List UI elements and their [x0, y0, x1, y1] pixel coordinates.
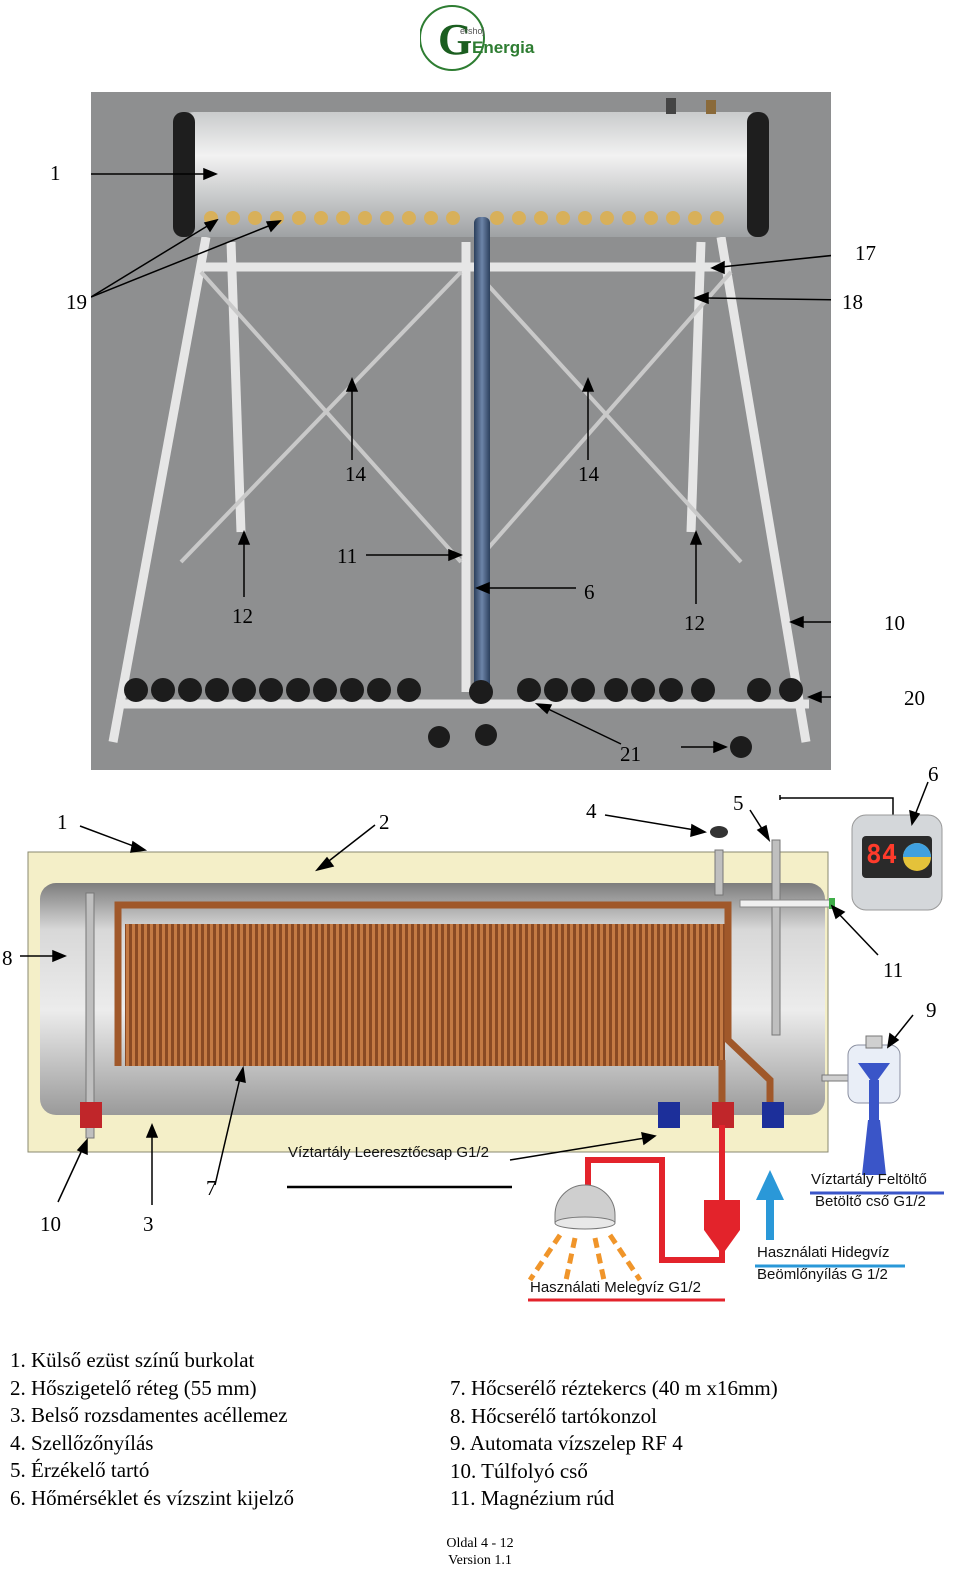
- diagram-callout-5: 5: [733, 791, 744, 815]
- solar-heater-photo: [71, 92, 891, 770]
- diagram-callout-2: 2: [379, 810, 390, 834]
- diagram-callout-11: 11: [883, 958, 904, 982]
- legend-item: 8. Hőcserélő tartókonzol: [450, 1403, 658, 1428]
- drain-valve-label: Víztartály Leeresztőcsap G1/2: [288, 1144, 489, 1161]
- page-footer: Oldal 4 - 12 Version 1.1: [420, 1535, 540, 1569]
- company-logo: G ershoj Energia: [419, 2, 540, 74]
- logo-small-text: ershoj: [460, 26, 485, 36]
- cold-water-label-line2: Beömlőnyílás G 1/2: [757, 1266, 888, 1283]
- photo-callout-14-left: 14: [345, 462, 366, 486]
- logo-letter: G: [438, 15, 472, 64]
- logo-word: Energia: [472, 38, 535, 57]
- photo-callout-6: 6: [584, 580, 595, 604]
- legend-item: 9. Automata vízszelep RF 4: [450, 1431, 683, 1456]
- legend-item: 1. Külső ezüst színű burkolat: [10, 1348, 255, 1372]
- photo-callout-10: 10: [884, 611, 905, 635]
- legend-item: 5. Érzékelő tartó: [10, 1458, 150, 1483]
- photo-callout-11: 11: [337, 544, 358, 568]
- photo-callout-19: 19: [66, 290, 87, 314]
- diagram-callout-10: 10: [40, 1212, 61, 1236]
- photo-callout-18: 18: [842, 290, 863, 314]
- diagram-callout-6: 6: [928, 762, 939, 786]
- version-label: Version 1.1: [448, 1553, 512, 1568]
- legend-right: 7. Hőcserélő réztekercs (40 m x16mm) 8. …: [450, 1375, 778, 1513]
- photo-callout-21: 21: [620, 742, 641, 766]
- photo-callout-12-left: 12: [232, 604, 253, 628]
- fill-valve-label-line2: Betöltő cső G1/2: [815, 1193, 926, 1210]
- cold-water-label-line1: Használati Hidegvíz: [757, 1244, 890, 1261]
- fill-valve-label-line1: Víztartály Feltöltő: [811, 1171, 927, 1188]
- legend-item: 11. Magnézium rúd: [450, 1486, 615, 1511]
- legend-item: 10. Túlfolyó cső: [450, 1458, 588, 1483]
- diagram-callout-8: 8: [2, 946, 13, 970]
- legend-item: 3. Belső rozsdamentes acéllemez: [10, 1403, 288, 1428]
- hot-water-label: Használati Melegvíz G1/2: [530, 1279, 701, 1296]
- legend-item: 2. Hőszigetelő réteg (55 mm): [10, 1375, 257, 1400]
- photo-callout-12-right: 12: [684, 611, 705, 635]
- photo-callout-17: 17: [855, 241, 876, 265]
- temperature-readout: 84: [866, 840, 898, 870]
- tank-cross-section-diagram: [0, 760, 960, 1320]
- diagram-callout-1: 1: [57, 810, 68, 834]
- diagram-callout-4: 4: [586, 799, 597, 823]
- photo-callout-20: 20: [904, 686, 925, 710]
- diagram-callout-9: 9: [926, 998, 937, 1022]
- diagram-callout-7: 7: [206, 1176, 217, 1200]
- legend-left: 1. Külső ezüst színű burkolat 2. Hőszige…: [10, 1347, 294, 1513]
- legend-item: 7. Hőcserélő réztekercs (40 m x16mm): [450, 1376, 778, 1400]
- photo-callout-14-right: 14: [578, 462, 599, 486]
- diagram-callout-3: 3: [143, 1212, 154, 1236]
- legend-item: 6. Hőmérséklet és vízszint kijelző: [10, 1485, 295, 1510]
- photo-callout-1: 1: [50, 161, 61, 185]
- legend-item: 4. Szellőzőnyílás: [10, 1430, 154, 1455]
- page-number: Oldal 4 - 12: [446, 1536, 514, 1551]
